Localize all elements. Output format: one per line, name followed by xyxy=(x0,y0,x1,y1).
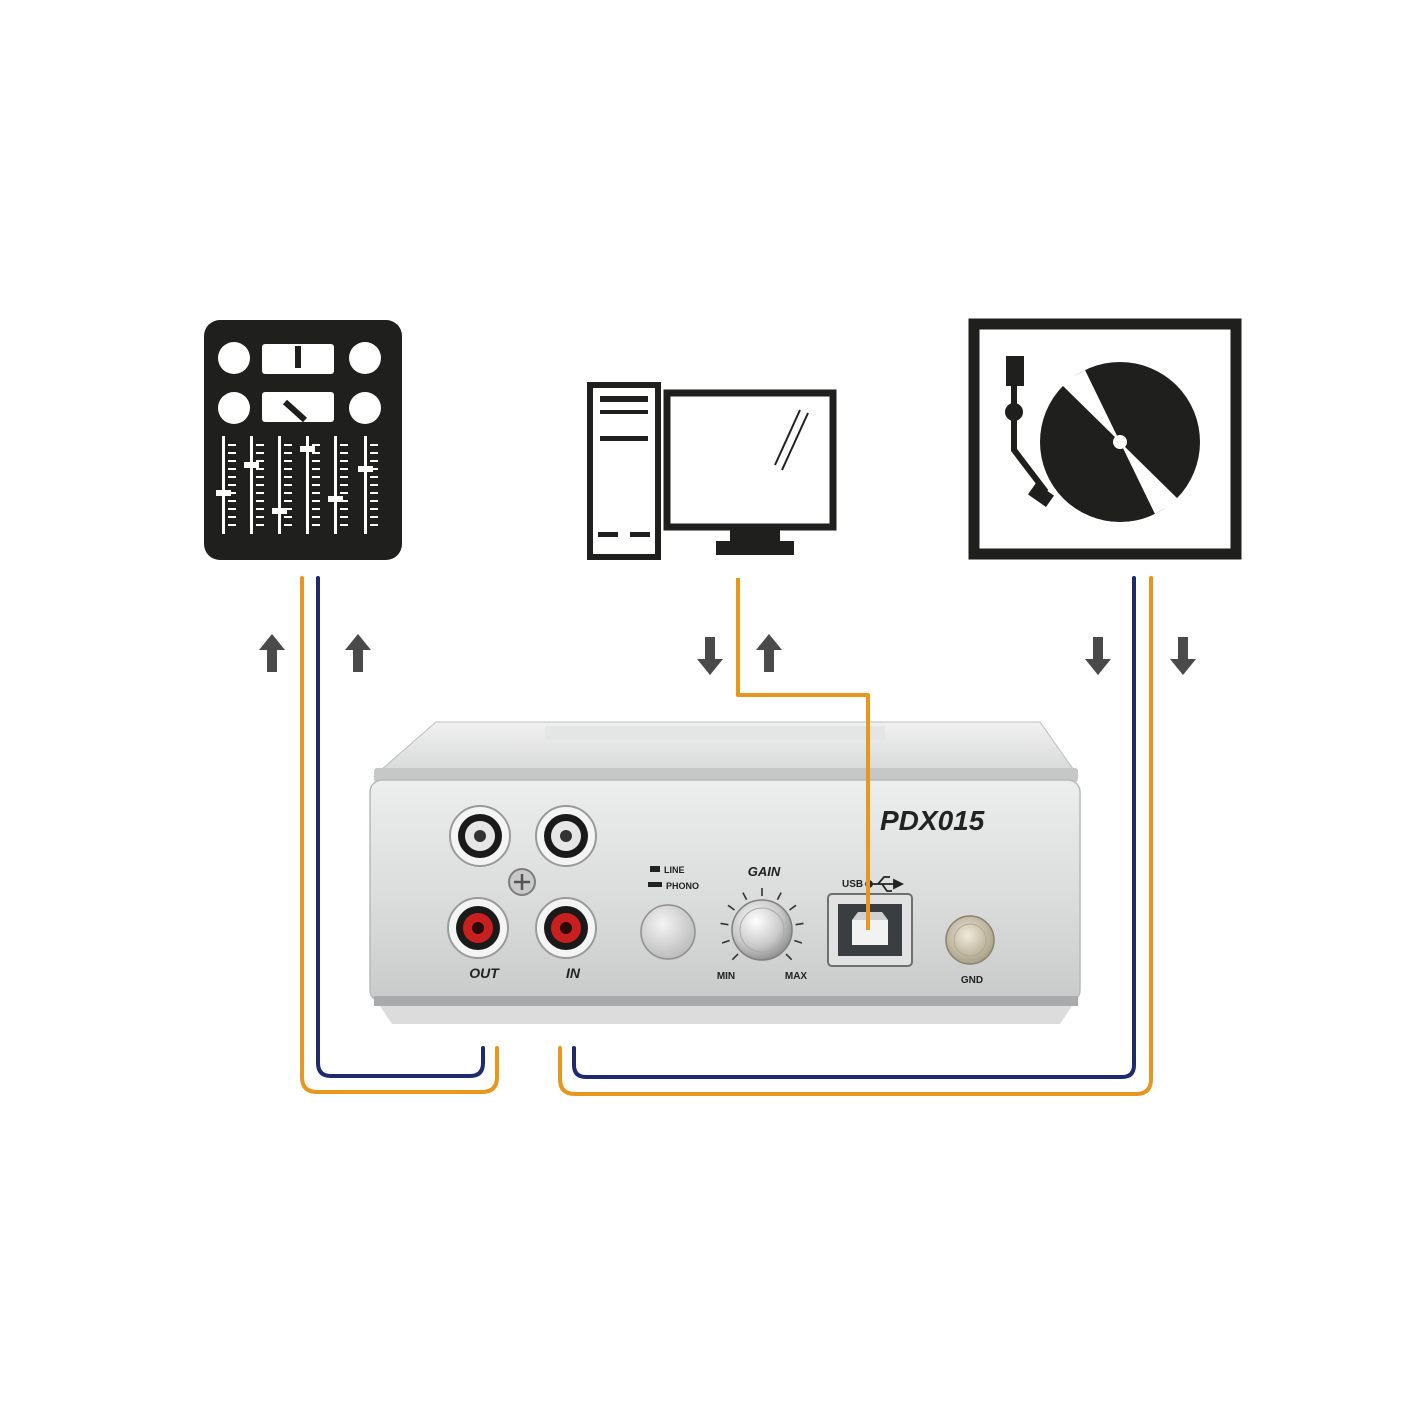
cable-mixer-out xyxy=(300,576,499,1094)
line-phono-switch-button[interactable] xyxy=(640,904,696,960)
mixer-fader xyxy=(244,436,264,534)
out-label: OUT xyxy=(469,965,500,981)
turntable-icon xyxy=(968,318,1242,560)
gain-scale xyxy=(720,888,804,961)
usb-label: USB xyxy=(842,879,863,890)
rca-in-left-jack[interactable] xyxy=(535,897,597,959)
gnd-label: GND xyxy=(961,975,983,986)
arrow-down-icon xyxy=(1170,637,1196,675)
mixer-fader xyxy=(358,436,378,534)
arrow-down-icon xyxy=(1085,637,1111,675)
mixer-fader xyxy=(300,436,320,534)
mixer-fader xyxy=(272,436,292,534)
rca-out-left-jack[interactable] xyxy=(447,897,509,959)
in-label: IN xyxy=(566,965,581,981)
line-label: LINE xyxy=(664,865,685,875)
gain-knob[interactable] xyxy=(731,899,793,961)
gain-label: GAIN xyxy=(748,864,781,879)
arrow-down-icon xyxy=(697,637,723,675)
line-switch-symbol-icon xyxy=(650,866,660,872)
gain-max-label: MAX xyxy=(785,971,808,982)
dj-mixer-icon xyxy=(204,320,402,560)
rca-in-right-jack[interactable] xyxy=(535,805,597,867)
arrow-up-icon xyxy=(756,634,782,672)
computer-icon xyxy=(587,382,837,560)
phono-label: PHONO xyxy=(666,881,699,891)
panel-screw xyxy=(508,868,536,896)
phono-switch-symbol-icon xyxy=(648,882,662,887)
cable-computer-usb xyxy=(736,578,870,930)
arrow-up-icon xyxy=(259,634,285,672)
mixer-fader xyxy=(328,436,348,534)
mixer-fader xyxy=(216,436,236,534)
model-label: PDX015 xyxy=(880,805,985,836)
gain-min-label: MIN xyxy=(717,971,735,982)
rca-out-right-jack[interactable] xyxy=(449,805,511,867)
ground-terminal[interactable] xyxy=(945,915,995,965)
arrow-up-icon xyxy=(345,634,371,672)
cable-turntable-in xyxy=(558,576,1153,1096)
